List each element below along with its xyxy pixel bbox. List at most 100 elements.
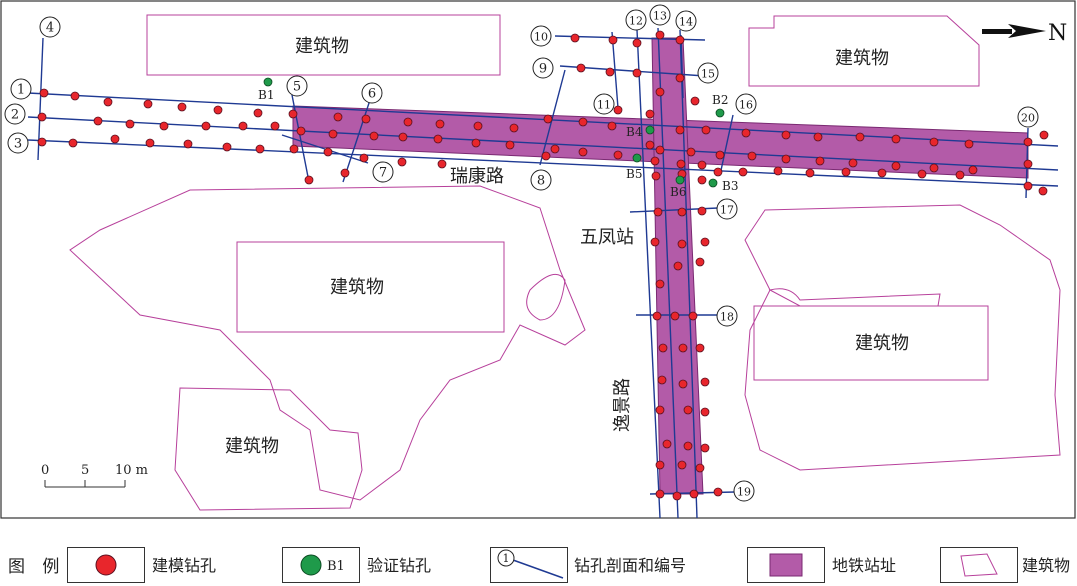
model-borehole [672,491,682,501]
model-borehole [891,161,901,171]
section-marker-13: 13 [649,4,671,26]
model-borehole [608,35,618,45]
model-borehole [296,126,306,136]
green-dot-icon [300,554,322,576]
model-borehole [747,151,757,161]
model-borehole [675,125,685,135]
model-borehole [655,405,665,415]
model-borehole [359,153,369,163]
section-marker-20: 20 [1017,106,1039,128]
building-labels: 建筑物 建筑物 建筑物 建筑物 建筑物 [225,36,909,457]
model-borehole [964,139,974,149]
model-borehole [683,441,693,451]
section-number-label: 8 [537,174,545,189]
section-marker-7: 7 [372,161,394,183]
section-number-label: 10 [534,31,548,44]
model-borehole [110,134,120,144]
section-number-circle-icon [497,549,515,567]
section-circle-icon [286,75,308,97]
section-circle-icon [675,10,697,32]
section-circle-icon [697,62,719,84]
section-marker-4: 4 [39,16,61,38]
building-bottom-left [174,387,363,511]
model-borehole [678,343,688,353]
model-borehole [713,487,723,497]
model-borehole [333,112,343,122]
section-circle-icon [530,169,552,191]
north-arrow-head-icon [1008,24,1046,38]
model-borehole [891,134,901,144]
model-borehole [652,311,662,321]
section-number-label: 3 [14,137,22,152]
section-marker-18: 18 [716,305,738,327]
model-borehole [781,154,791,164]
model-borehole [39,88,49,98]
section-number-label: 7 [379,166,387,181]
verification-borehole-b1 [263,77,273,87]
model-borehole [655,30,665,40]
model-borehole [543,114,553,124]
map-canvas: 建筑物 建筑物 建筑物 建筑物 建筑物 [0,0,1076,519]
model-borehole [676,159,686,169]
section-marker-6: 6 [361,82,383,104]
map-border [0,0,1076,519]
building-mid-right [753,305,989,381]
section-circle-icon [7,132,29,154]
model-borehole [673,261,683,271]
scale-label-0: 0 [41,463,49,478]
legend-symbol-text-1: 1 [503,552,510,565]
model-borehole [675,73,685,83]
model-borehole [201,121,211,131]
model-borehole [304,175,314,185]
model-borehole [815,156,825,166]
legend-symbol-section-line: 1 [490,547,568,583]
section-circle-icon [4,103,26,125]
model-borehole [607,121,617,131]
section-number-label: 4 [46,21,54,36]
model-borehole [253,108,263,118]
label-b5: B5 [626,167,642,181]
section-line-12 [636,29,661,519]
section-lines [27,27,1059,519]
legend-symbol-station-site [747,547,825,583]
section-line-6 [342,99,371,183]
model-borehole [713,167,723,177]
legend: 图 例 建模钻孔 B1 验证钻孔 1 钻孔剖面和编号 地铁站址 建筑物 [0,530,1077,585]
model-borehole [270,121,280,131]
model-borehole [183,139,193,149]
building-outline-left [69,185,586,501]
model-borehole [650,237,660,247]
section-circle-icon [716,198,738,220]
model-borehole [655,489,665,499]
model-borehole [655,460,665,470]
model-borehole [471,138,481,148]
model-borehole [653,207,663,217]
legend-label-model-borehole: 建模钻孔 [152,556,217,575]
section-line-icon [512,559,564,579]
building-top-right [748,15,980,87]
model-borehole [435,119,445,129]
model-borehole [675,35,685,45]
section-number-label: 12 [629,15,643,28]
section-line-8 [539,69,566,166]
north-label: N [1048,21,1067,46]
section-circle-icon [716,305,738,327]
legend-label-building: 建筑物 [1022,556,1071,575]
model-borehole [677,207,687,217]
model-borehole [222,142,232,152]
section-line-15 [680,34,684,99]
scale-bar: 0 5 10 m [41,463,148,488]
station-swatch-icon [769,553,803,577]
model-borehole [570,33,580,43]
model-borehole [397,157,407,167]
model-borehole [655,279,665,289]
section-number-label: 14 [679,16,693,29]
section-marker-9: 9 [532,57,554,79]
label-b4: B4 [626,125,643,139]
model-borehole [70,91,80,101]
section-number-label: 17 [720,204,734,217]
model-borehole [505,140,515,150]
model-borehole [678,379,688,389]
road-label-yijing: 逸景路 [612,378,633,432]
